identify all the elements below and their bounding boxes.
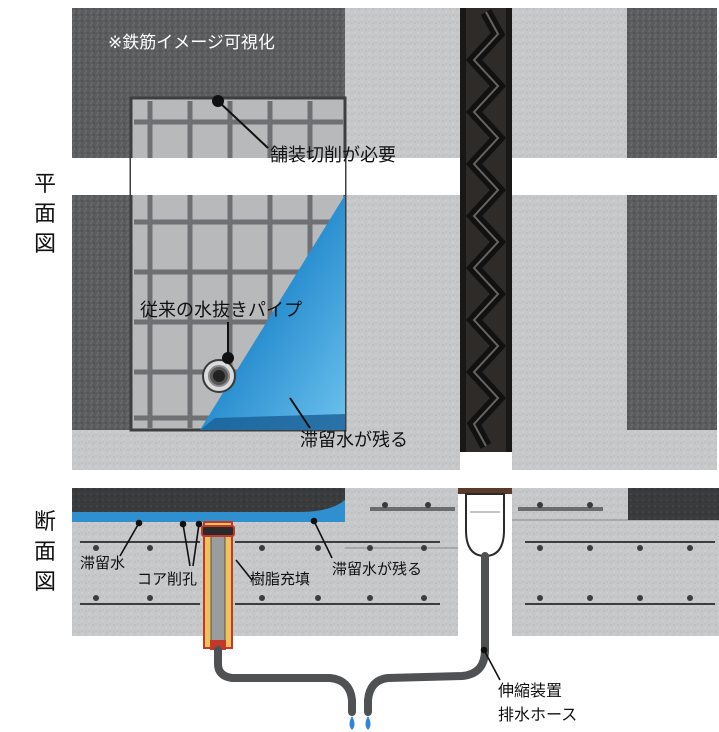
conventional-pipe-label: 従来の水抜きパイプ xyxy=(140,300,302,321)
standing-water-label: 滞留水が残る xyxy=(300,430,408,451)
water-drops xyxy=(349,716,371,730)
joint-drain-body xyxy=(458,488,512,558)
section-asphalt-left xyxy=(72,488,345,514)
core-drain-pipe xyxy=(201,521,235,650)
concrete-slab-right xyxy=(512,8,627,470)
plan-label-char: 面 xyxy=(34,202,57,227)
standing-water-remains-label: 滞留水が残る xyxy=(332,560,422,578)
section-rebars xyxy=(80,541,715,605)
section-leaders xyxy=(119,517,501,681)
concrete-slab-left xyxy=(345,8,460,470)
hose-label-line2: 排水ホース xyxy=(498,705,577,724)
section-water-film xyxy=(72,500,345,522)
conventional-drain-pipe xyxy=(202,359,236,393)
section-view: 滞留水 コア削孔 樹脂充填 滞留水が残る 伸縮装置 排水ホース xyxy=(72,488,719,730)
standing-water-area xyxy=(200,195,345,430)
section-label-char: 面 xyxy=(34,540,57,565)
concrete-curb-strip xyxy=(72,430,717,470)
drain-hoses xyxy=(214,552,489,716)
section-label-char: 断 xyxy=(34,510,57,535)
standing-water-left-label: 滞留水 xyxy=(80,554,125,572)
section-asphalt-right xyxy=(628,488,719,520)
plan-view: ※鉄筋イメージ可視化 舗装切削が必要 従来の水抜きパイプ 滞留水が残る xyxy=(72,8,717,470)
hose-label-line1: 伸縮装置 xyxy=(498,681,562,700)
expansion-joint xyxy=(460,8,512,452)
resin-fill-label: 樹脂充填 xyxy=(250,570,310,588)
pavement-cut-label: 舗装切削が必要 xyxy=(270,145,396,166)
plan-label-char: 平 xyxy=(34,172,57,197)
core-hole-label: コア削孔 xyxy=(137,570,197,588)
plan-label-char: 図 xyxy=(34,232,57,257)
plan-leaders xyxy=(212,95,311,429)
visualization-note: ※鉄筋イメージ可視化 xyxy=(108,33,275,53)
section-label-char: 図 xyxy=(34,570,57,595)
